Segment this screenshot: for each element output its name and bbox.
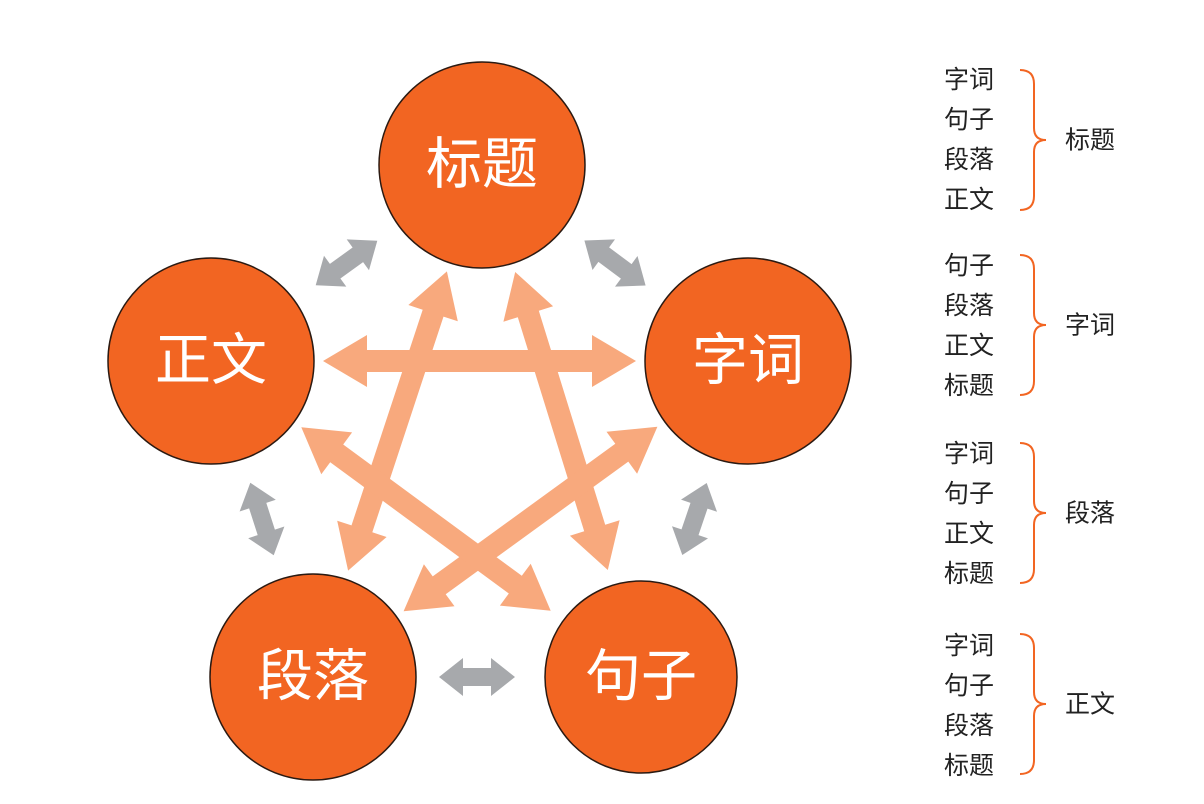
node-title-circle xyxy=(378,61,586,269)
gray-arrow-paragraph-body xyxy=(239,482,285,556)
group-paragraph: 字词 句子 正文 标题 段落 xyxy=(944,439,1115,588)
group-body-label: 正文 xyxy=(1065,690,1115,719)
group-title-item: 正文 xyxy=(944,185,994,214)
gray-arrow-body-title xyxy=(315,239,378,287)
node-title: 标题 xyxy=(378,61,586,269)
group-paragraph-label: 段落 xyxy=(1065,499,1115,528)
group-title-label: 标题 xyxy=(1065,126,1115,155)
node-paragraph-circle xyxy=(209,573,417,781)
group-title-item: 句子 xyxy=(944,105,994,134)
node-paragraph: 段落 xyxy=(209,573,417,781)
node-body-circle xyxy=(107,257,315,465)
star-arrow-title-sentence xyxy=(503,272,620,570)
node-word: 字词 xyxy=(644,257,852,465)
node-title-label: 标题 xyxy=(426,133,538,198)
group-word-label: 字词 xyxy=(1065,311,1115,340)
group-body-item: 句子 xyxy=(944,671,994,700)
gray-arrow-word-sentence xyxy=(672,483,717,555)
star-arrow-sentence-body xyxy=(301,427,551,611)
group-word-brace xyxy=(1019,254,1047,396)
node-sentence: 句子 xyxy=(544,580,738,774)
star-arrow-word-paragraph xyxy=(403,426,658,612)
group-body-item: 标题 xyxy=(944,751,994,780)
node-word-circle xyxy=(644,257,852,465)
node-sentence-label: 句子 xyxy=(585,645,697,710)
group-body: 字词 句子 段落 标题 正文 xyxy=(944,631,1115,780)
star-arrow-title-paragraph xyxy=(337,271,458,571)
group-paragraph-item: 句子 xyxy=(944,479,994,508)
group-paragraph-item: 字词 xyxy=(944,439,994,468)
group-word-item: 句子 xyxy=(944,251,994,280)
group-body-brace xyxy=(1019,633,1047,775)
gray-arrow-sentence-paragraph xyxy=(439,658,515,696)
group-word: 句子 段落 正文 标题 字词 xyxy=(944,251,1115,400)
gray-arrow-title-word xyxy=(584,239,646,287)
node-body-label: 正文 xyxy=(155,329,267,394)
group-paragraph-item: 正文 xyxy=(944,519,994,548)
node-word-label: 字词 xyxy=(692,329,804,394)
group-title-item: 段落 xyxy=(944,145,994,174)
gray-arrows-layer xyxy=(239,239,717,696)
group-word-item: 正文 xyxy=(944,331,994,360)
group-paragraph-item: 标题 xyxy=(944,559,994,588)
group-word-item: 段落 xyxy=(944,291,994,320)
group-title-item: 字词 xyxy=(944,65,994,94)
node-sentence-circle xyxy=(544,580,738,774)
group-body-item: 段落 xyxy=(944,711,994,740)
group-title: 字词 句子 段落 正文 标题 xyxy=(944,65,1115,214)
node-paragraph-label: 段落 xyxy=(257,645,369,710)
star-arrow-word-body xyxy=(323,335,636,387)
group-body-item: 字词 xyxy=(944,631,994,660)
star-arrows-layer xyxy=(301,271,658,612)
group-title-brace xyxy=(1019,69,1047,211)
group-word-item: 标题 xyxy=(944,371,994,400)
node-body: 正文 xyxy=(107,257,315,465)
group-paragraph-brace xyxy=(1019,442,1047,584)
